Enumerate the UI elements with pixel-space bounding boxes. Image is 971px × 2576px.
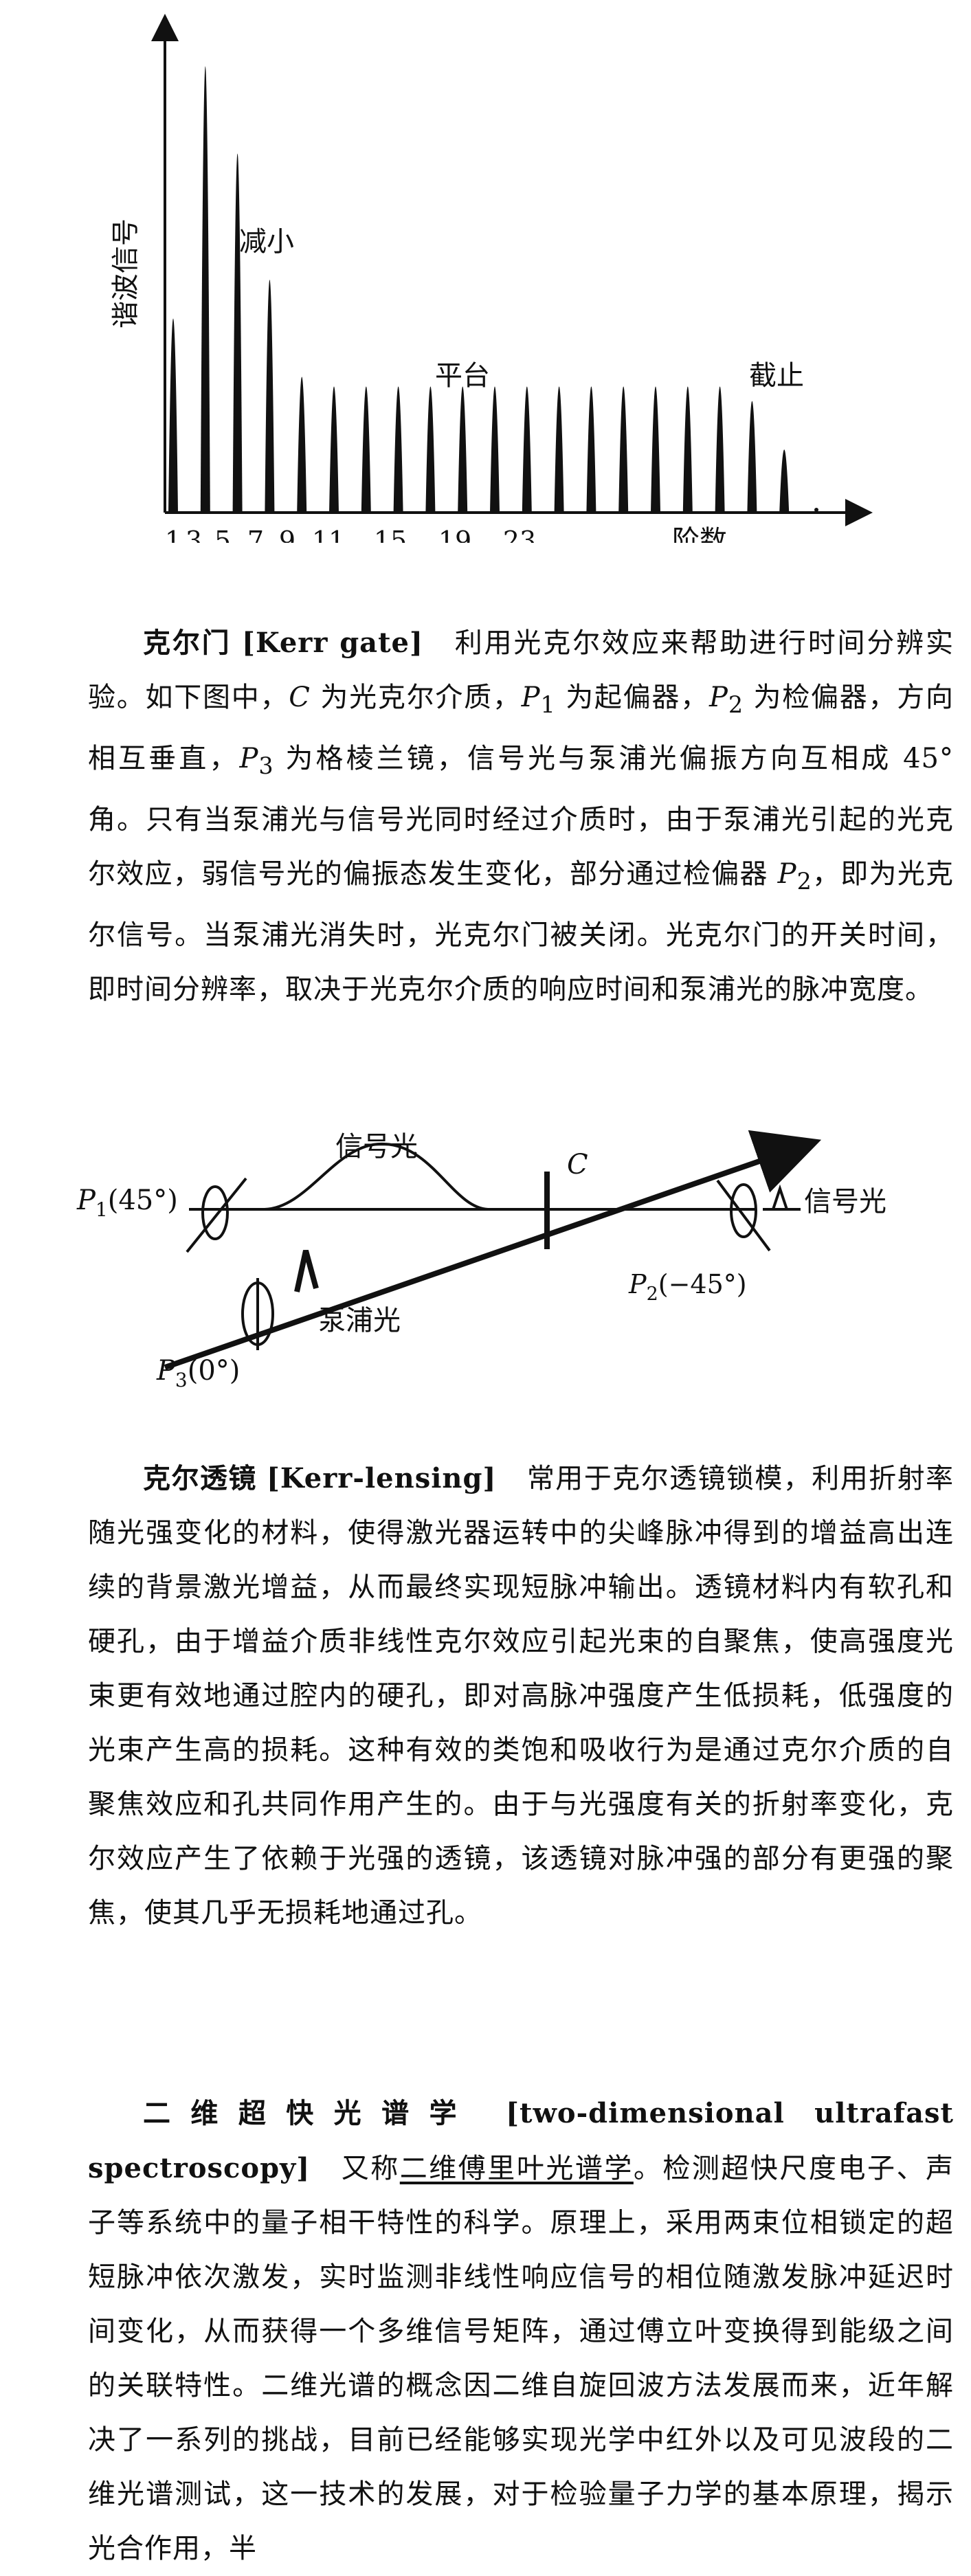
entry-text: 为光克尔介质， (320, 682, 522, 713)
subscript: 1 (540, 691, 556, 718)
tick-label: 5 (214, 526, 231, 543)
harmonic-peak-25 (554, 386, 564, 513)
tick-label: 23 (503, 526, 536, 543)
annotation-plateau: 平台 (435, 360, 490, 392)
entry-text: ，即为光克尔信号。当泵浦光消失时，光克尔门被关闭。光克尔门的开关时间，即时间分辨… (88, 858, 955, 1005)
entry-2d-ultrafast-spectroscopy: 二维超快光谱学 [two-dimensional ultrafast spect… (88, 2086, 954, 2576)
entry-text: 为格棱兰镜，信号光与泵浦光偏振方向互相成 45° 角。只有当泵浦光与信号光同时经… (88, 743, 954, 890)
harmonic-peak-9 (297, 377, 307, 513)
label-p2: P2(−45°) (628, 1269, 747, 1305)
x-axis-label: 阶数 (672, 525, 727, 543)
harmonic-peak-35 (715, 386, 725, 513)
tick-label: 15 (374, 526, 407, 543)
entry-text: 常用于克尔透镜锁模，利用折射率随光强变化的材料，使得激光器运转中的尖峰脉冲得到的… (88, 1463, 955, 1929)
entry-english: [two-dimensional ultrafast spectroscopy] (88, 2097, 954, 2184)
harmonic-peak-37 (747, 401, 757, 513)
pump-beam-arrow (164, 1130, 822, 1370)
harmonic-peak-29 (618, 386, 629, 513)
cross-reference-link[interactable]: 二维傅里叶光谱学 (399, 2153, 634, 2184)
kerr-gate-diagram: 信号光 C P1(45°) 信号光 P2(−45°) 泵浦光 P3(0°) (76, 1130, 886, 1391)
annotation-cutoff: 截止 (749, 360, 804, 392)
output-signal-pulse (772, 1184, 788, 1210)
label-pump-light: 泵浦光 (318, 1305, 401, 1336)
harmonic-peak-23 (522, 386, 532, 513)
harmonic-peaks (168, 66, 818, 513)
annotation-decrease: 减小 (239, 226, 294, 258)
entry-kerr-gate: 克尔门 [Kerr gate]利用光克尔效应来帮助进行时间分辨实验。如下图中，C… (88, 616, 954, 1017)
harmonic-peak-tail (814, 508, 818, 512)
harmonic-peak-33 (682, 386, 693, 513)
symbol: P (777, 858, 797, 890)
harmonic-peak-7 (265, 280, 275, 513)
entry-text: 为检偏器，方向相互垂直， (88, 682, 955, 774)
pump-pulse-shape (294, 1249, 319, 1292)
entry-text: 利用光克尔效应来帮助进行时间分辨实验。如下图中， (88, 627, 955, 713)
tick-label: 7 (247, 526, 264, 543)
harmonic-peak-21 (490, 386, 500, 513)
entry-title: 克尔透镜 (143, 1463, 257, 1494)
label-c: C (567, 1149, 588, 1180)
entry-paragraph: 克尔门 [Kerr gate]利用光克尔效应来帮助进行时间分辨实验。如下图中，C… (88, 616, 954, 1017)
label-p1: P1(45°) (76, 1185, 178, 1221)
harmonic-peak-1 (168, 318, 178, 513)
symbol: P (521, 682, 541, 713)
entry-paragraph: 二维超快光谱学 [two-dimensional ultrafast spect… (88, 2086, 954, 2576)
label-signal-light: 信号光 (335, 1131, 418, 1163)
tick-label: 11 (312, 526, 345, 543)
harmonic-peak-3 (200, 66, 210, 513)
entry-title: 克尔门 (143, 627, 232, 659)
polarizer-p2 (716, 1179, 771, 1252)
tick-label: 1 (165, 526, 181, 543)
entry-text: 。检测超快尺度电子、声子等系统中的量子相干特性的科学。原理上，采用两束位相锁定的… (88, 2153, 955, 2564)
subscript: 2 (728, 691, 744, 718)
entry-text: 又称 (340, 2153, 400, 2184)
polarizer-p3 (241, 1278, 274, 1350)
harmonic-peak-13 (361, 386, 371, 513)
polarizer-p1 (186, 1177, 247, 1253)
symbol: P (239, 743, 259, 774)
harmonic-peak-39 (779, 449, 790, 513)
entry-english: [Kerr gate] (242, 627, 423, 659)
harmonic-peak-17 (425, 386, 436, 513)
harmonic-peak-5 (232, 153, 243, 513)
entry-title: 二维超快光谱学 (143, 2098, 477, 2129)
symbol: P (708, 682, 728, 713)
harmonic-peak-19 (458, 386, 468, 513)
x-tick-labels: 1 3 5 7 9 11 15 19 23 (165, 526, 536, 543)
entry-text: 为起偏器， (566, 682, 709, 713)
signal-pulse-shape (264, 1142, 489, 1211)
y-axis-label: 谐波信号 (110, 219, 142, 328)
symbol: C (289, 682, 311, 713)
label-signal-out: 信号光 (804, 1186, 886, 1218)
tick-label: 9 (279, 526, 295, 543)
harmonic-peak-31 (651, 386, 660, 513)
harmonic-spectrum-figure: 谐波信号 减小 平台 截止 1 3 5 7 9 11 15 19 23 阶数 (110, 14, 873, 543)
entry-kerr-lensing: 克尔透镜 [Kerr-lensing]常用于克尔透镜锁模，利用折射率随光强变化的… (88, 1451, 954, 1940)
tick-label: 19 (438, 526, 471, 543)
label-p3: P3(0°) (156, 1355, 240, 1391)
subscript: 3 (258, 752, 274, 779)
harmonic-peak-15 (393, 386, 403, 513)
harmonic-peak-11 (329, 386, 339, 513)
subscript: 2 (796, 868, 812, 895)
tick-label: 3 (186, 526, 202, 543)
harmonic-peak-27 (586, 386, 596, 513)
entry-english: [Kerr-lensing] (266, 1462, 497, 1494)
entry-paragraph: 克尔透镜 [Kerr-lensing]常用于克尔透镜锁模，利用折射率随光强变化的… (88, 1451, 954, 1940)
